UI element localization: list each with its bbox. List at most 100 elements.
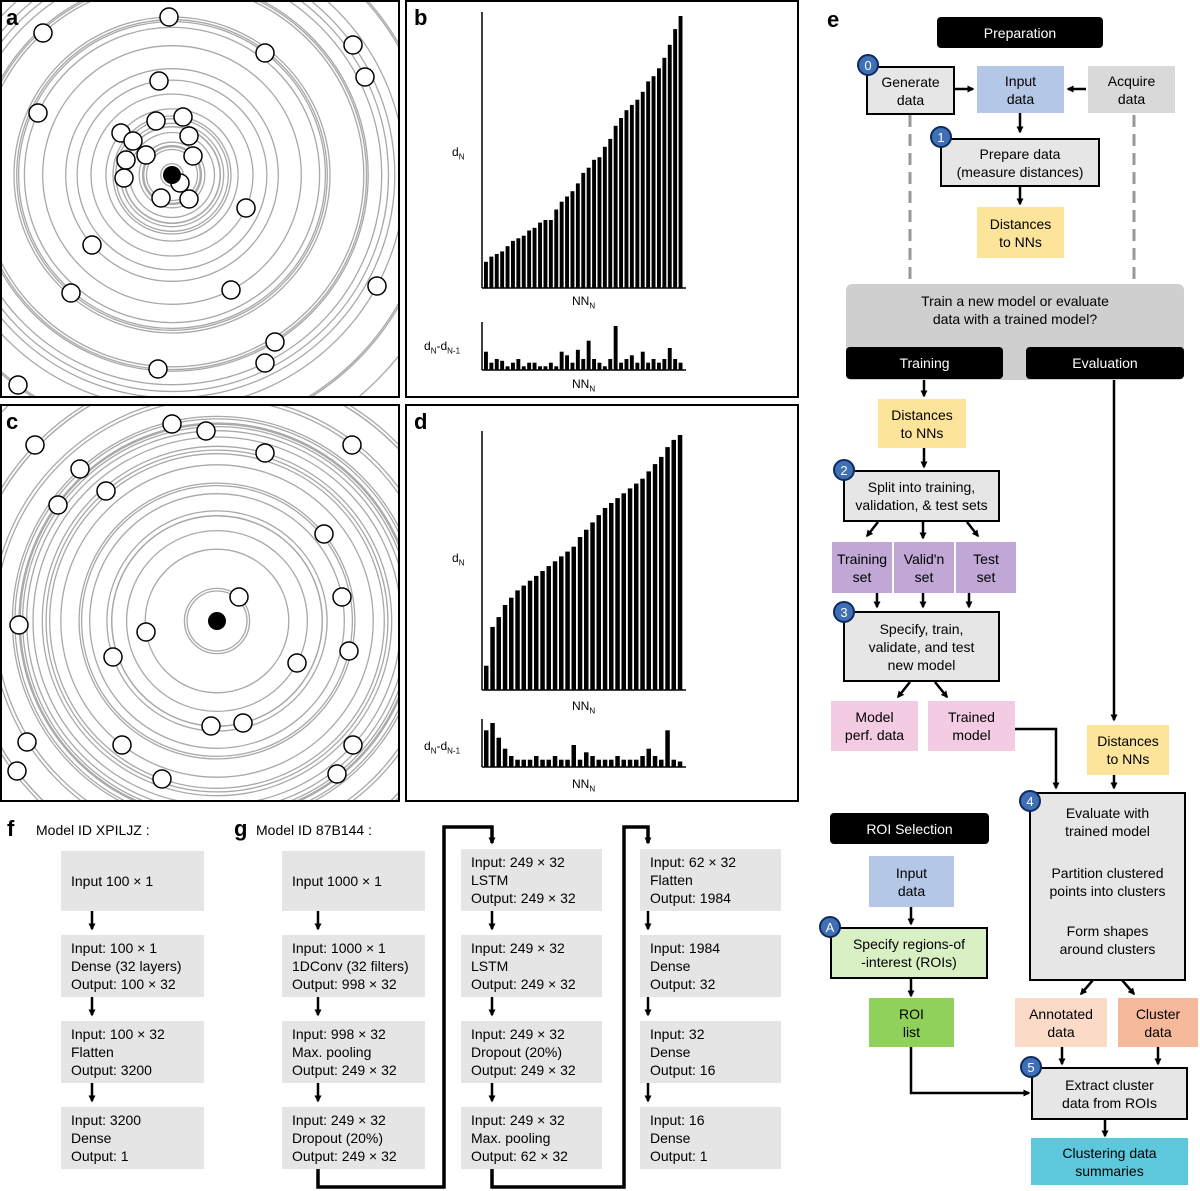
axis-label-diff: dN-dN-1 — [424, 739, 461, 756]
bar — [527, 230, 532, 288]
specify-roi-node: Specify regions-of -interest (ROIs) — [830, 927, 988, 979]
bar — [527, 362, 532, 370]
distance-ring — [23, 26, 321, 324]
point — [61, 283, 81, 303]
preparation-header: Preparation — [937, 17, 1103, 48]
roi-selection-header: ROI Selection — [830, 813, 989, 844]
point — [229, 587, 249, 607]
bar — [521, 585, 526, 690]
distance-ring — [2, 2, 365, 368]
bar — [565, 196, 569, 288]
point — [367, 276, 387, 296]
point — [355, 67, 375, 87]
bar — [596, 515, 601, 690]
bar — [502, 748, 508, 767]
bar — [590, 756, 595, 767]
bar — [559, 556, 564, 690]
bar — [609, 759, 614, 767]
bar — [511, 240, 515, 288]
distance-ring — [32, 436, 398, 800]
model-g-col3-layer-4: Input: 16 Dense Output: 1 — [640, 1107, 781, 1169]
bar — [484, 351, 488, 370]
bar — [534, 575, 539, 690]
point — [173, 107, 193, 127]
distance-ring — [112, 115, 232, 235]
split-node: Split into training, validation, & test … — [843, 470, 1000, 522]
bar — [592, 359, 596, 370]
distance-ring — [138, 141, 206, 209]
evaluate-with-text: Evaluate with trained model — [1065, 805, 1150, 839]
step-badge-1: 1 — [930, 126, 952, 148]
point — [146, 111, 166, 131]
bar — [509, 597, 514, 690]
training-header: Training — [846, 347, 1003, 379]
test-set-node: Test set — [956, 542, 1016, 593]
point — [255, 443, 275, 463]
point — [265, 332, 285, 352]
bar — [619, 362, 623, 370]
bar — [484, 730, 489, 767]
model-f-layer-4: Input: 3200 Dense Output: 1 — [61, 1107, 204, 1169]
panel-label-a: a — [6, 5, 19, 30]
bar — [559, 351, 564, 370]
bar — [665, 730, 670, 767]
model-g-col1-layer-3: Input: 998 × 32 Max. pooling Output: 249… — [282, 1021, 425, 1083]
bar — [640, 478, 645, 690]
point — [116, 150, 136, 170]
panel-label-g: g — [234, 816, 248, 841]
distance-ring — [183, 587, 251, 655]
bar — [584, 752, 589, 767]
model-g-col1-layer-2: Input: 1000 × 1 1DConv (32 filters) Outp… — [282, 935, 425, 997]
distance-ring — [144, 548, 290, 694]
axis-label-nnn-sub: NNN — [572, 377, 596, 394]
point — [8, 375, 28, 395]
bar — [521, 759, 526, 767]
bar — [652, 464, 658, 690]
distance-ring — [141, 144, 203, 206]
axis-label-dn: dN — [452, 145, 465, 162]
bar — [502, 605, 508, 690]
extract-node: Extract cluster data from ROIs — [1031, 1067, 1188, 1120]
cluster-data-node: Cluster data — [1118, 998, 1198, 1047]
point — [149, 71, 169, 91]
bar — [540, 759, 545, 767]
partition-text: Partition clustered points into clusters — [1049, 865, 1166, 899]
bar — [657, 362, 661, 370]
point — [327, 764, 347, 784]
point — [332, 587, 352, 607]
distance-ring — [90, 93, 254, 257]
bar — [619, 118, 623, 288]
bar — [671, 439, 676, 690]
bar — [597, 362, 602, 370]
bar — [602, 759, 608, 767]
clustering-summaries-node: Clustering data summaries — [1031, 1138, 1188, 1185]
point — [96, 481, 116, 501]
bar-charts — [481, 12, 686, 768]
distance-ring — [2, 2, 369, 372]
axis-label-nnn: NNN — [572, 294, 596, 311]
bar — [546, 566, 551, 690]
bar — [635, 99, 640, 288]
panel-label-d: d — [414, 409, 428, 434]
bar — [552, 756, 558, 767]
target-point — [163, 166, 181, 184]
annotated-data-node: Annotated data — [1015, 998, 1107, 1047]
panel-a-points — [8, 7, 387, 395]
point — [159, 7, 179, 27]
input-data-node: Input data — [977, 66, 1064, 113]
bar — [521, 366, 526, 370]
distance-ring — [45, 449, 389, 793]
panel-c-points — [7, 414, 363, 789]
bar — [505, 366, 510, 370]
bar — [489, 256, 494, 288]
bar — [540, 571, 545, 690]
bar — [490, 723, 495, 767]
point — [114, 168, 134, 188]
point — [255, 353, 275, 373]
bar — [659, 456, 664, 690]
bar — [592, 159, 596, 288]
distance-ring — [60, 464, 374, 778]
bar — [571, 546, 576, 690]
bar — [651, 76, 656, 288]
